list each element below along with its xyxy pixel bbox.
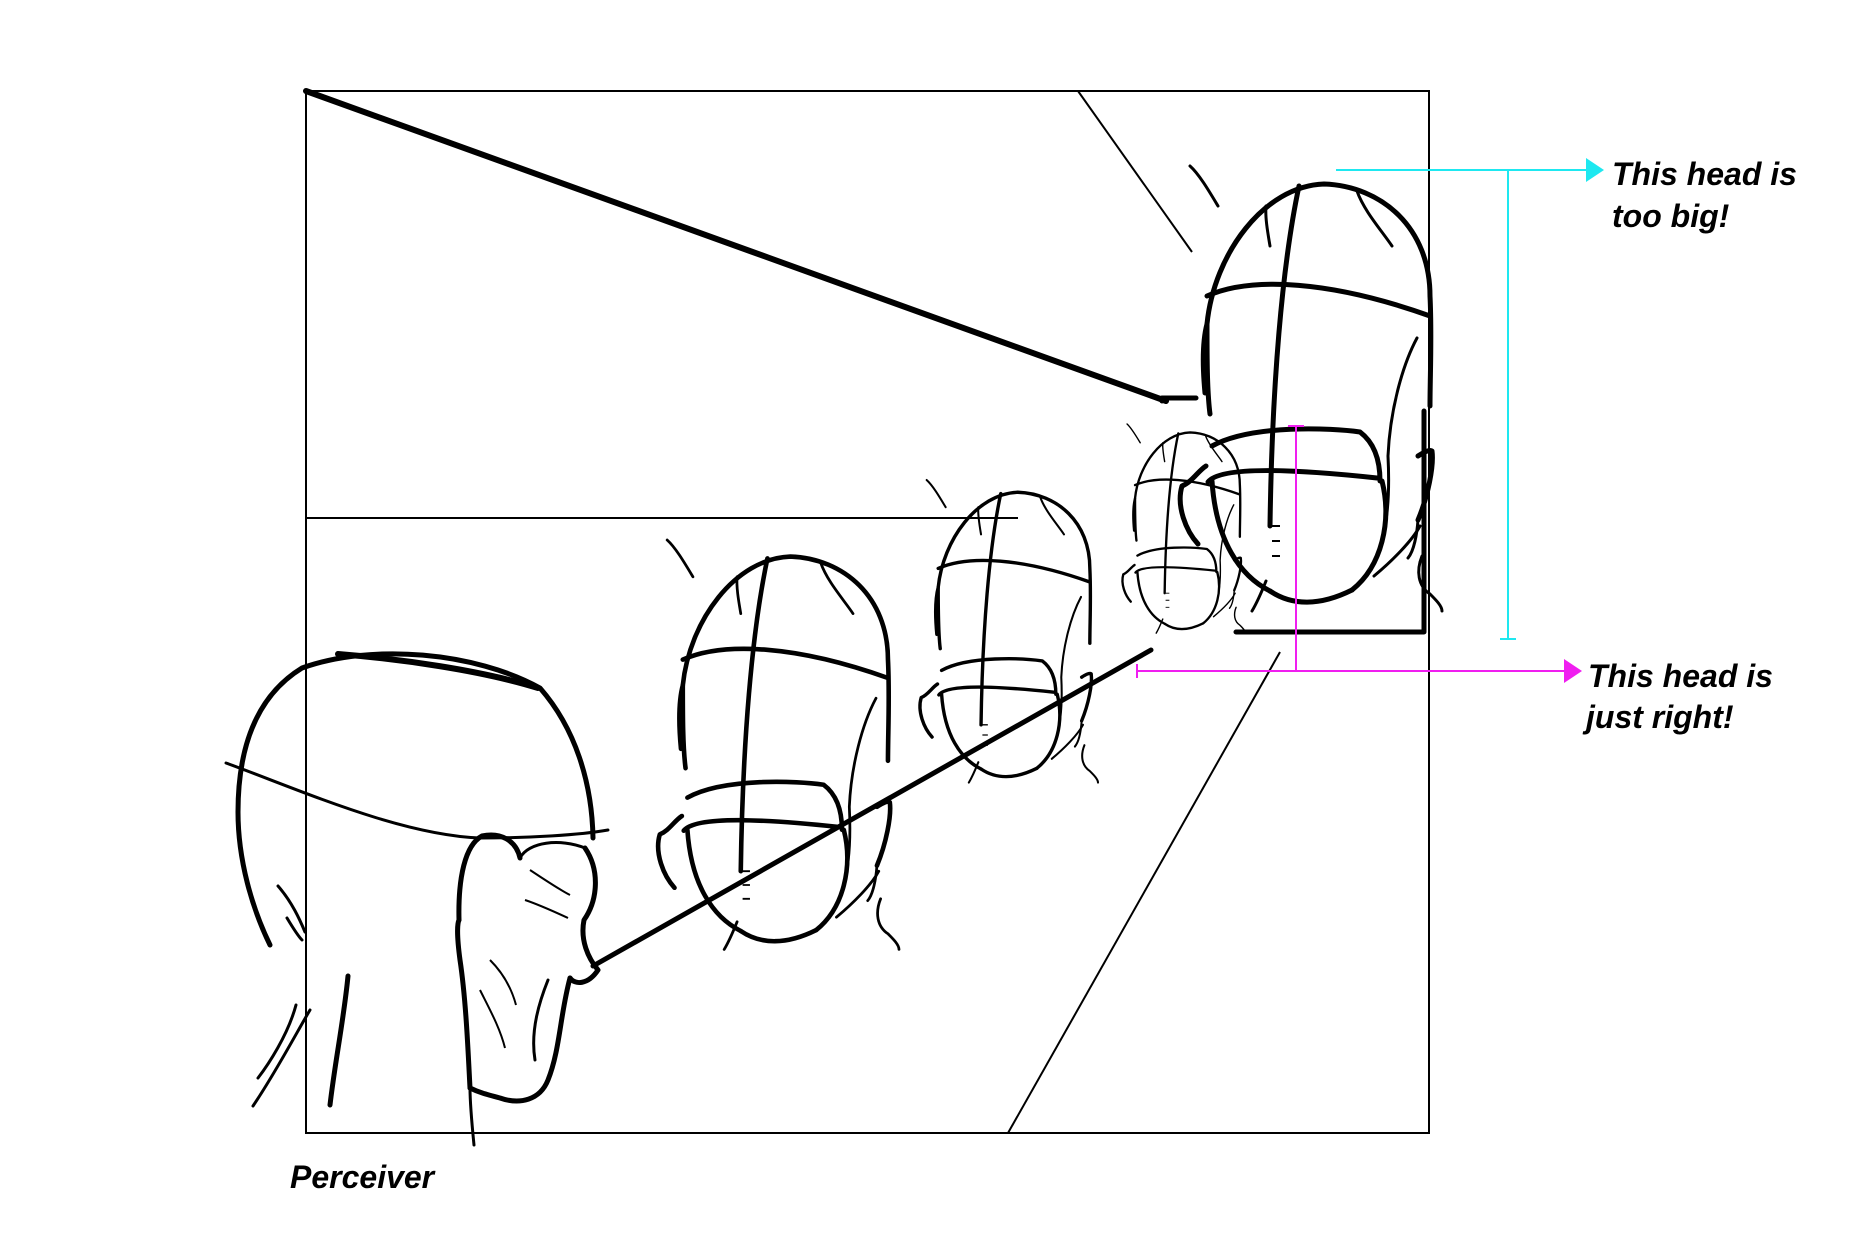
sight-line [593, 650, 1151, 966]
too-big-label-line2: too big! [1612, 196, 1729, 237]
head-near [658, 540, 899, 949]
head-too-big [1180, 166, 1442, 611]
ceiling-edge [306, 91, 1166, 401]
too-big-marker [1336, 158, 1604, 639]
back-frame [306, 91, 1429, 1133]
floor-corner-edge [1008, 652, 1280, 1133]
just-right-label-line2: just right! [1586, 697, 1734, 738]
just-right-label-line1: This head is [1588, 656, 1773, 697]
head-middle [920, 480, 1098, 783]
perceiver-label: Perceiver [290, 1157, 434, 1198]
ceiling-corner-edge [1078, 91, 1192, 252]
head-just-right [1122, 424, 1245, 633]
too-big-label-line1: This head is [1612, 154, 1797, 195]
room [306, 91, 1429, 1133]
perceiver-head [226, 654, 608, 1145]
